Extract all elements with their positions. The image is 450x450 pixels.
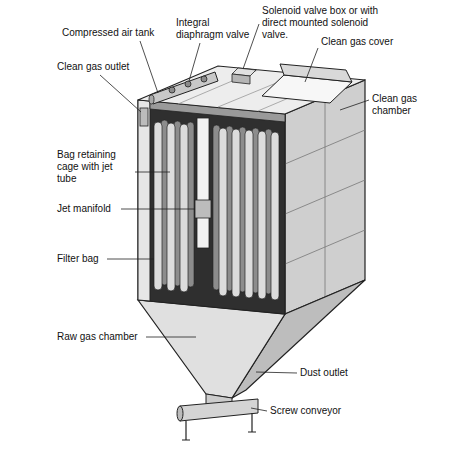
housing-side: [285, 80, 365, 314]
diaphragm-valve: [185, 81, 191, 87]
leader-line: [100, 75, 141, 112]
solenoid-box: [232, 74, 250, 84]
filter-bag: [154, 122, 162, 290]
filter-bag: [232, 129, 240, 297]
filter-bag: [258, 131, 266, 299]
leader-line: [256, 372, 297, 373]
leader-line: [340, 100, 369, 110]
part-label: Dust outlet: [300, 367, 400, 379]
clean-gas-outlet: [140, 108, 148, 126]
leader-line: [251, 408, 267, 411]
conveyor-end: [177, 406, 183, 421]
filter-bag: [180, 124, 188, 292]
part-label: Filter bag: [57, 253, 127, 265]
part-label: Integral diaphragm valve: [176, 17, 256, 41]
clean-gas-cover-lid: [280, 64, 352, 82]
diaphragm-valve: [201, 76, 207, 82]
part-label: Compressed air tank: [62, 27, 172, 39]
diaphragm-valve: [169, 87, 175, 93]
screw-conveyor: [180, 399, 258, 421]
leader-line: [107, 259, 154, 260]
filter-bag: [245, 130, 253, 298]
jet-manifold: [197, 118, 209, 248]
housing-wall: [138, 100, 150, 301]
part-label: Bag retaining cage with jet tube: [57, 149, 133, 185]
part-label: Clean gas chamber: [372, 93, 444, 117]
part-label: Clean gas cover: [321, 36, 431, 48]
part-label: Clean gas outlet: [57, 61, 157, 73]
leader-line: [135, 172, 170, 173]
part-label: Screw conveyor: [270, 405, 380, 417]
housing-interior: [138, 100, 285, 314]
part-label: Raw gas chamber: [57, 331, 157, 343]
leader-line: [189, 43, 200, 81]
leader-line: [121, 209, 195, 210]
housing-ribs: [285, 97, 365, 297]
part-label: Solenoid valve box or with direct mounte…: [262, 5, 380, 41]
leader-line: [305, 48, 318, 82]
jet-manifold-valve: [195, 200, 211, 218]
filter-bag: [167, 123, 175, 291]
leader-line: [146, 337, 196, 338]
tank-end: [149, 95, 154, 104]
filter-bag: [271, 132, 279, 300]
leader-line: [140, 41, 158, 93]
hopper-front: [138, 300, 285, 398]
compressed-air-tank: [150, 72, 218, 104]
conveyor-legs: [182, 413, 256, 440]
part-label: Jet manifold: [57, 203, 127, 215]
filter-bag: [219, 128, 227, 296]
